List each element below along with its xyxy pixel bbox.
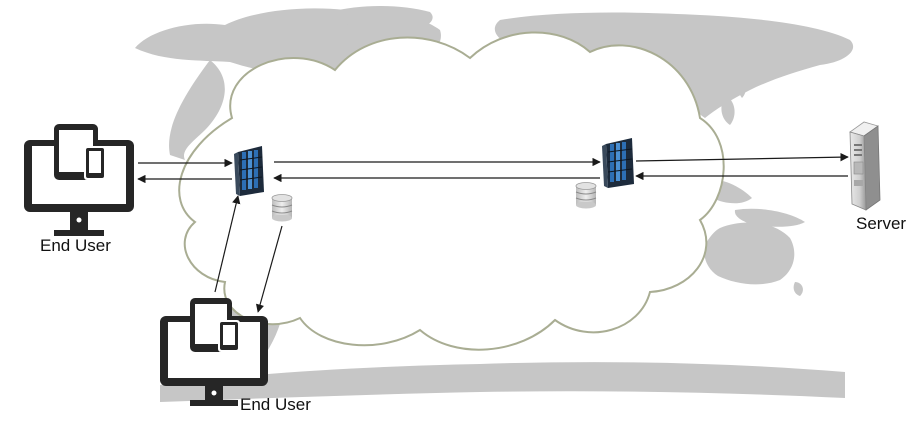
end-user-left-device <box>24 124 134 236</box>
arrow-bottom-user-to-edge <box>214 195 241 293</box>
end-user-bottom-device <box>160 298 268 406</box>
server-rack-icon <box>234 146 264 196</box>
connections <box>137 152 849 313</box>
end-user-label-bottom: End User <box>240 395 311 414</box>
arrow-cache-to-bottom-user <box>255 225 283 313</box>
database-icon <box>271 194 293 222</box>
end-user-label-left: End User <box>40 236 111 255</box>
monitor-tablet-phone-icon <box>160 298 268 406</box>
server-label: Server <box>856 214 907 233</box>
server-rack-icon <box>602 138 634 188</box>
tower-server-icon <box>849 121 881 211</box>
world-map <box>135 6 854 402</box>
arrow-edge-to-server <box>635 152 849 162</box>
cloud-network <box>178 31 725 351</box>
monitor-tablet-phone-icon <box>24 124 134 236</box>
database-icon <box>575 182 597 209</box>
